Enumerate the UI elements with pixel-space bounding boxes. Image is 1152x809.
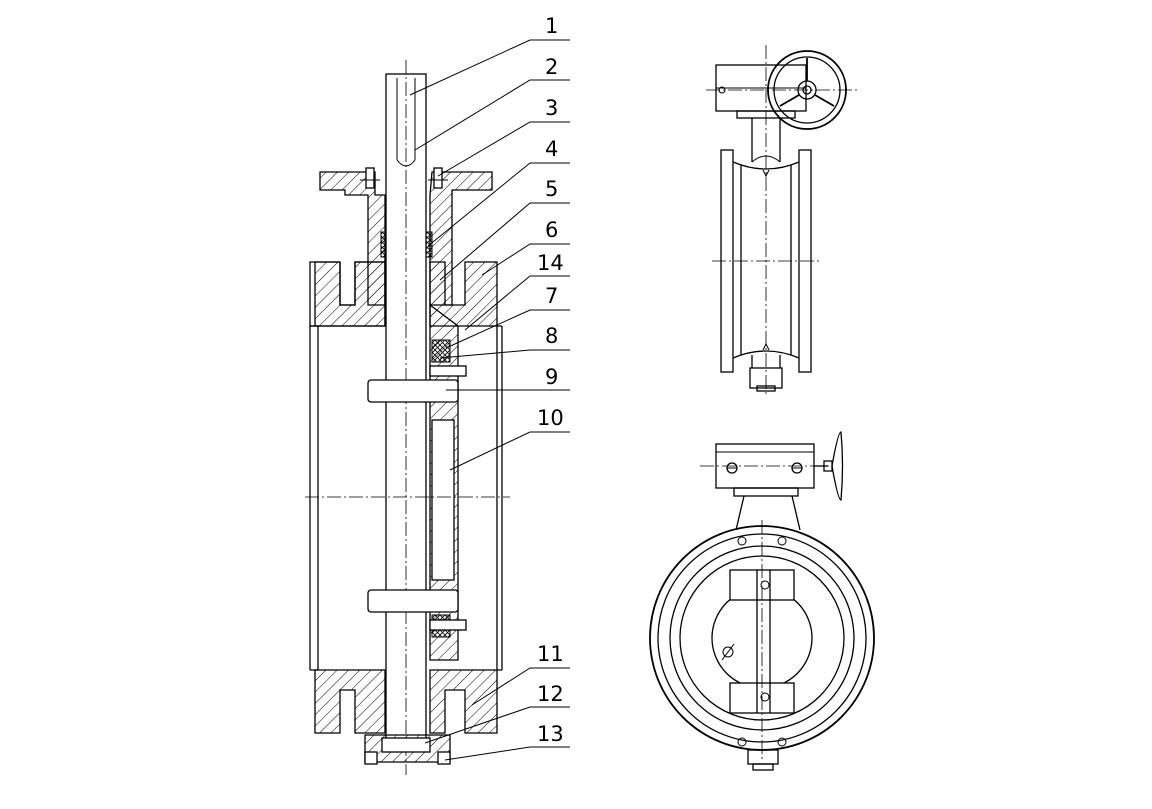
callout-7: 7: [545, 284, 558, 308]
handwheel-icon: [767, 50, 847, 130]
callout-leaders: [409, 39, 570, 761]
callout-14: 14: [537, 251, 564, 275]
disc-section: [367, 303, 467, 661]
callout-3: 3: [545, 96, 558, 120]
callout-12: 12: [537, 682, 564, 706]
bonnet-section: [319, 167, 493, 306]
handwheel-edge-icon: [814, 431, 844, 501]
callout-9: 9: [545, 365, 558, 389]
callout-6: 6: [545, 218, 558, 242]
callout-4: 4: [545, 137, 558, 161]
callout-1: 1: [545, 14, 558, 38]
side-view: [706, 45, 860, 395]
section-view: [305, 60, 510, 775]
callout-8: 8: [545, 324, 558, 348]
front-view: [649, 431, 875, 771]
callout-2: 2: [545, 55, 558, 79]
callout-13: 13: [537, 722, 564, 746]
bottom-cover-section: [364, 734, 451, 765]
callout-5: 5: [545, 177, 558, 201]
stem-section: [385, 60, 427, 775]
callout-labels: 1 2 3 4 5 6 14 7 8 9 10 11 12 13: [537, 14, 564, 746]
callout-11: 11: [537, 642, 564, 666]
callout-10: 10: [537, 406, 564, 430]
